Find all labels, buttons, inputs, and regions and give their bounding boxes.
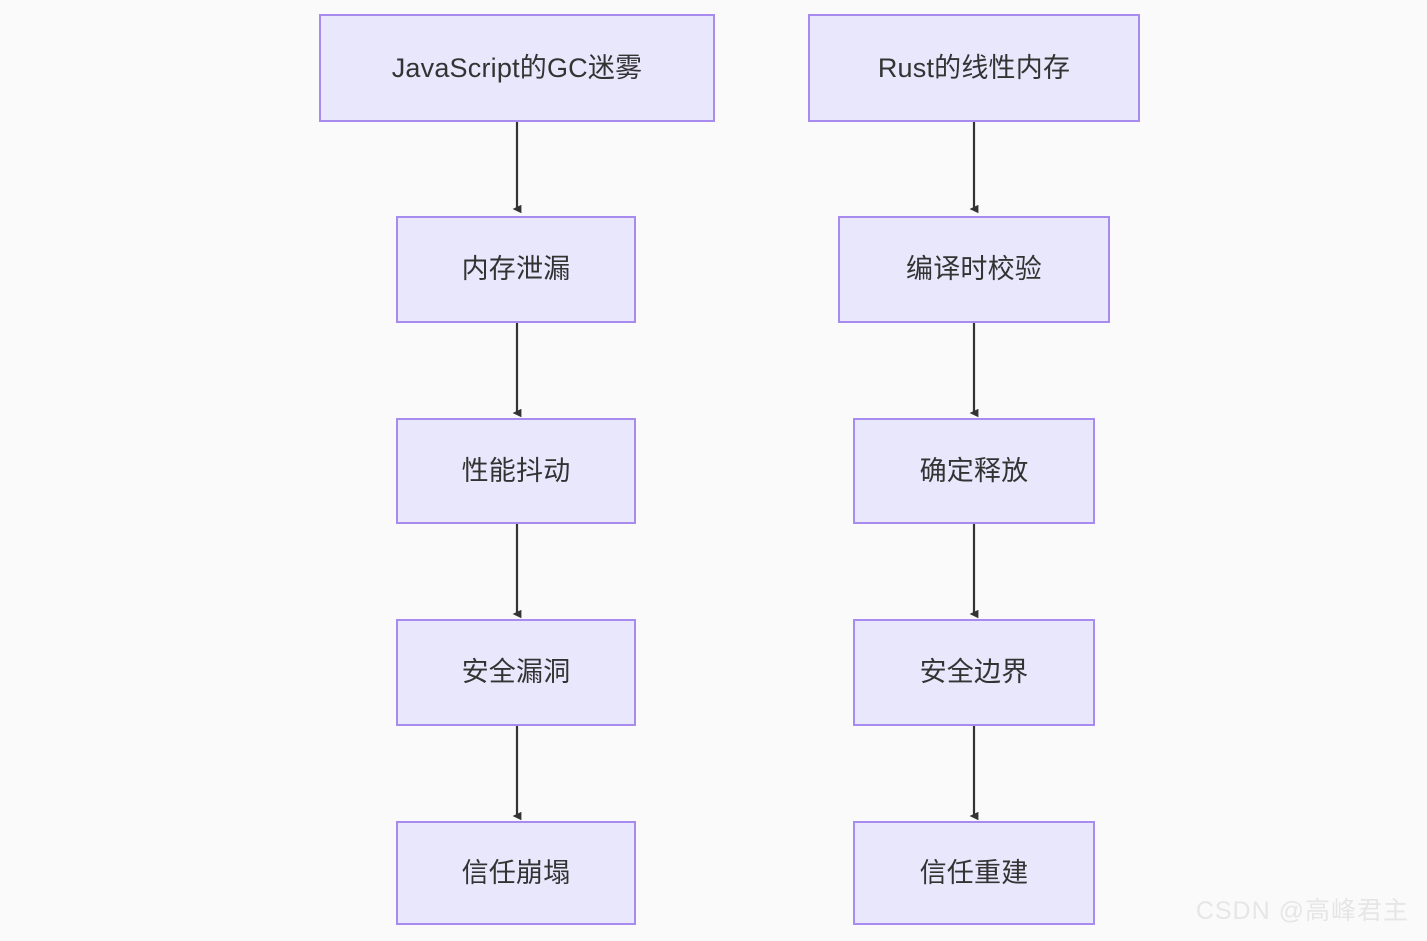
node-label: 信任崩塌 bbox=[461, 857, 571, 888]
node-label: 内存泄漏 bbox=[461, 254, 571, 285]
node-trust-rebuild[interactable]: 信任重建 bbox=[853, 821, 1095, 925]
node-security-vulnerability[interactable]: 安全漏洞 bbox=[396, 619, 636, 726]
csdn-watermark: CSDN @高峰君主 bbox=[1195, 897, 1409, 925]
node-label: 确定释放 bbox=[919, 455, 1029, 486]
node-trust-collapse[interactable]: 信任崩塌 bbox=[396, 821, 636, 925]
node-label: JavaScript的GC迷雾 bbox=[391, 52, 643, 83]
node-label: 性能抖动 bbox=[461, 455, 571, 486]
node-deterministic-release[interactable]: 确定释放 bbox=[853, 418, 1095, 524]
node-rust-linear-memory[interactable]: Rust的线性内存 bbox=[808, 14, 1140, 122]
node-label: 安全漏洞 bbox=[461, 657, 571, 688]
node-javascript-gc-fog[interactable]: JavaScript的GC迷雾 bbox=[319, 14, 715, 122]
node-label: 安全边界 bbox=[919, 657, 1029, 688]
node-label: 信任重建 bbox=[919, 857, 1029, 888]
node-label: Rust的线性内存 bbox=[877, 52, 1071, 83]
node-memory-leak[interactable]: 内存泄漏 bbox=[396, 216, 636, 323]
node-security-boundary[interactable]: 安全边界 bbox=[853, 619, 1095, 726]
node-compile-time-check[interactable]: 编译时校验 bbox=[838, 216, 1110, 323]
node-label: 编译时校验 bbox=[906, 254, 1042, 285]
node-performance-jitter[interactable]: 性能抖动 bbox=[396, 418, 636, 524]
